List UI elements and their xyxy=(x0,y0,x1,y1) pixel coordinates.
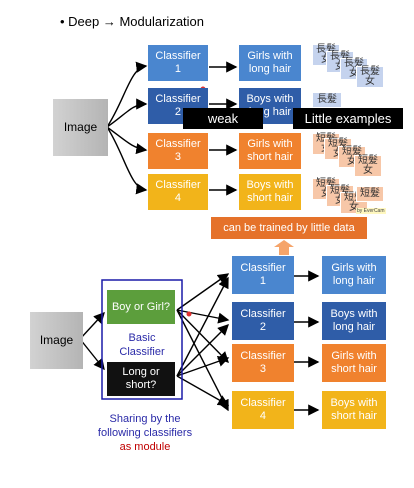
little-examples-label: Little examples xyxy=(293,108,403,129)
long-or-short-classifier: Long or short? xyxy=(107,362,175,396)
top-output-4: Boys with short hair xyxy=(239,174,301,210)
top-classifier-4: Classifier 4 xyxy=(148,174,208,210)
image-box-bottom: Image xyxy=(30,312,83,369)
bottom-classifier-3: Classifier 3 xyxy=(232,344,294,382)
sharing-caption: Sharing by the following classifiers as … xyxy=(97,413,193,453)
bottom-output-2: Boys with long hair xyxy=(322,302,386,340)
top-classifier-3: Classifier 3 xyxy=(148,133,208,169)
top-output-3: Girls with short hair xyxy=(239,133,301,169)
basic-classifier-label: Basic Classifier xyxy=(119,332,165,358)
bottom-classifier-1: Classifier 1 xyxy=(232,256,294,294)
sample-image: 短髮 xyxy=(356,186,384,202)
bottom-classifier-4: Classifier 4 xyxy=(232,391,294,429)
sample-image: 短髮 女 xyxy=(354,155,382,177)
boy-or-girl-classifier: Boy or Girl? xyxy=(107,290,175,324)
sample-image: 長髮 女 xyxy=(356,66,384,88)
image-box-top: Image xyxy=(53,99,108,156)
weak-label: weak xyxy=(183,108,263,129)
slide-title: • Deep → Modularization xyxy=(60,14,205,29)
bottom-output-3: Girls with short hair xyxy=(322,344,386,382)
top-output-1: Girls with long hair xyxy=(239,45,301,81)
trained-by-little-data-banner: can be trained by little data xyxy=(211,217,367,239)
bottom-output-4: Boys with short hair xyxy=(322,391,386,429)
sample-image: 長髮 xyxy=(312,92,342,108)
bottom-classifier-2: Classifier 2 xyxy=(232,302,294,340)
watermark: by EverCam xyxy=(356,208,386,214)
top-classifier-1: Classifier 1 xyxy=(148,45,208,81)
bottom-output-1: Girls with long hair xyxy=(322,256,386,294)
